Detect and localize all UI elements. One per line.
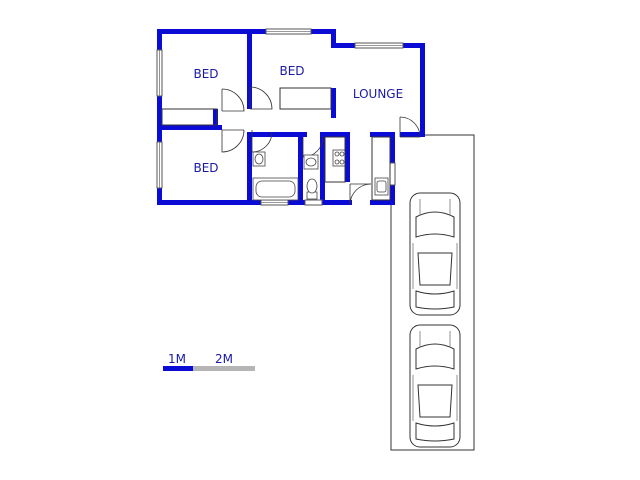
window-icon — [156, 141, 163, 189]
window-icon — [304, 199, 323, 206]
room-label-lounge: LOUNGE — [353, 87, 403, 101]
basin-icon — [303, 154, 319, 170]
basin-icon — [252, 151, 266, 167]
scale-bar-segment-1 — [163, 366, 193, 371]
car-icon — [409, 324, 461, 448]
kitchen-counter — [324, 136, 391, 201]
room-label-bed-3: BED — [193, 161, 218, 175]
sink-icon — [374, 177, 389, 196]
scale-label-1m: 1M — [168, 352, 186, 366]
window-icon — [389, 162, 396, 186]
car-icon — [409, 192, 461, 316]
built-in-cupboards — [161, 87, 332, 126]
door-swing-icon — [302, 136, 324, 158]
door-swing-icon — [221, 129, 245, 153]
driveway — [390, 134, 475, 451]
door-swing-icon — [349, 183, 372, 206]
window-icon — [260, 199, 289, 206]
door-swing-icon — [251, 130, 273, 153]
scale-bar: 1M 2M — [163, 352, 255, 371]
stove-icon — [332, 149, 346, 167]
window-icon — [354, 42, 404, 49]
door-swing-icon — [221, 88, 245, 112]
room-label-bed-1: BED — [193, 67, 218, 81]
scale-bar-segment-2 — [193, 366, 255, 371]
toilet-icon — [306, 178, 318, 200]
room-label-bed-2: BED — [279, 64, 304, 78]
door-swing-icon — [399, 116, 421, 138]
window-icon — [265, 28, 312, 35]
door-swing-icon — [249, 86, 273, 110]
bathtub-icon — [252, 177, 299, 201]
window-icon — [156, 49, 163, 97]
scale-label-2m: 2M — [215, 352, 233, 366]
